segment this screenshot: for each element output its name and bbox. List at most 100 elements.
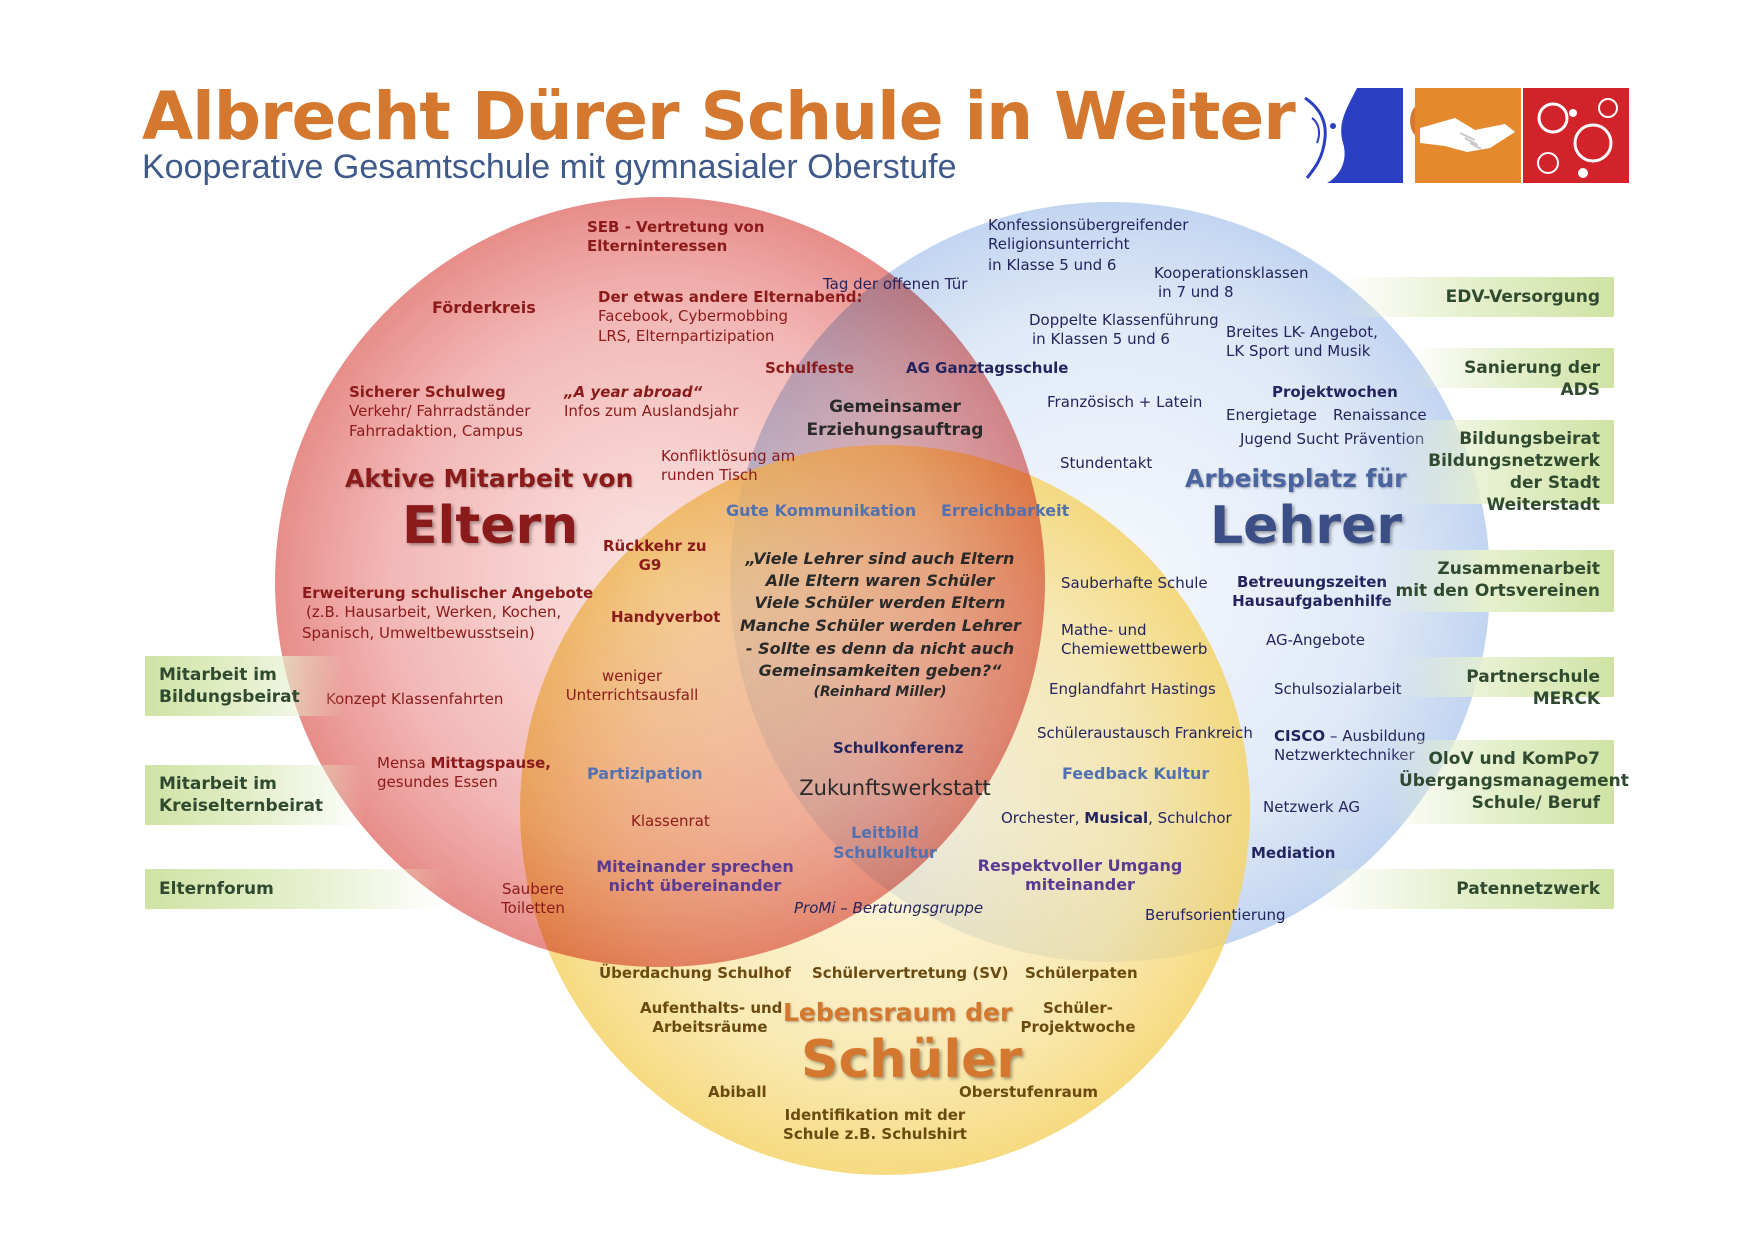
g9-line2: G9	[603, 556, 697, 575]
tag-der-offenen-tuer: Tag der offenen Tür	[823, 275, 967, 294]
erreichbarkeit: Erreichbarkeit	[941, 501, 1069, 520]
toiletten-line1: Saubere	[493, 880, 573, 899]
right-box-edv: EDV-Versorgung	[1340, 277, 1614, 317]
erweiterung-line1: Erweiterung schulischer Angebote	[302, 584, 593, 603]
klassenfahrten: Konzept Klassenfahrten	[326, 690, 503, 709]
lk-line2: LK Sport und Musik	[1226, 342, 1370, 361]
energietage: Energietage	[1226, 406, 1317, 425]
erweiterung-line2: (z.B. Hausarbeit, Werken, Kochen,	[306, 603, 561, 622]
berufsorientierung: Berufsorientierung	[1145, 906, 1286, 925]
feedback-kultur: Feedback Kultur	[1062, 764, 1209, 783]
stundentakt: Stundentakt	[1060, 454, 1152, 473]
franzoesisch-latein: Französisch + Latein	[1047, 393, 1202, 412]
quote-author: (Reinhard Miller)	[740, 683, 1020, 702]
handyverbot: Handyverbot	[611, 608, 720, 627]
schuelervertretung: Schülervertretung (SV)	[812, 964, 1008, 983]
schuelerpaten: Schülerpaten	[1025, 964, 1138, 983]
page-title: Albrecht Dürer Schule in Weiterstadt	[142, 78, 1484, 155]
leitbild-line2: Schulkultur	[815, 843, 955, 862]
respekt-line2: miteinander	[975, 875, 1185, 894]
eltern-title: Eltern	[402, 496, 578, 556]
projektwochen: Projektwochen	[1272, 383, 1398, 402]
unterricht-line2: Unterrichtsausfall	[562, 686, 702, 705]
schulweg-line3: Fahrradaktion, Campus	[349, 422, 523, 441]
projektwoche-line2: Projektwoche	[1018, 1018, 1138, 1037]
page-subtitle: Kooperative Gesamtschule mit gymnasialer…	[142, 148, 956, 187]
konflikt-line1: Konfliktlösung am	[661, 447, 795, 466]
konfession-line3: in Klasse 5 und 6	[988, 256, 1116, 275]
right-box-bildungsnetzwerk: Bildungsbeirat Bildungsnetzwerk der Stad…	[1395, 420, 1614, 504]
doppelt-line2: in Klassen 5 und 6	[1032, 330, 1170, 349]
g9-line1: Rückkehr zu	[603, 537, 697, 556]
promi-beratung: ProMi – Beratungsgruppe	[794, 899, 983, 918]
orchester: Orchester, Musical, Schulchor	[1001, 809, 1232, 828]
gemeinsamer-line2: Erziehungsauftrag	[780, 419, 1010, 442]
quote-line3: Viele Schüler werden Eltern	[740, 592, 1020, 614]
schueleraustausch: Schüleraustausch Frankreich	[1037, 724, 1253, 743]
englandfahrt: Englandfahrt Hastings	[1049, 680, 1216, 699]
konfession-line2: Religionsunterricht	[988, 235, 1130, 254]
sauberhafte-schule: Sauberhafte Schule	[1061, 574, 1208, 593]
quote-line6: Gemeinsamkeiten geben?“	[740, 660, 1020, 682]
erweiterung-line3: Spanisch, Umweltbewusstsein)	[302, 624, 535, 643]
schulfeste: Schulfeste	[765, 359, 854, 378]
lehrer-title: Lehrer	[1210, 496, 1402, 556]
schulweg-line2: Verkehr/ Fahrradständer	[349, 402, 530, 421]
seb-line2: Elterninteressen	[587, 237, 727, 256]
schulweg-line1: Sicherer Schulweg	[349, 383, 506, 402]
gemeinsamer-line1: Gemeinsamer	[780, 396, 1010, 419]
lehrer-heading: Arbeitsplatz für	[1185, 464, 1406, 493]
netzwerk-ag: Netzwerk AG	[1263, 798, 1360, 817]
leitbild-line1: Leitbild	[815, 823, 955, 842]
ag-angebote: AG-Angebote	[1266, 631, 1365, 650]
right-box-olov: OloV und KomPo7 Übergangsmanagement Schu…	[1385, 740, 1614, 824]
konfession-line1: Konfessionsübergreifender	[988, 216, 1188, 235]
miteinander-line1: Miteinander sprechen	[590, 857, 800, 876]
doppelt-line1: Doppelte Klassenführung	[1029, 311, 1219, 330]
elternabend-line3: LRS, Elternpartizipation	[598, 327, 774, 346]
quote-line4: Manche Schüler werden Lehrer	[740, 615, 1020, 637]
unterricht-line1: weniger	[562, 667, 702, 686]
aufenthalt-line2: Arbeitsräume	[640, 1018, 780, 1037]
betreuung-line1: Betreuungszeiten	[1232, 573, 1392, 592]
mediation: Mediation	[1251, 844, 1335, 863]
identifikation-line2: Schule z.B. Schulshirt	[775, 1125, 975, 1144]
quote-line1: „Viele Lehrer sind auch Eltern	[740, 548, 1020, 570]
right-box-merck: Partnerschule MERCK	[1394, 657, 1614, 697]
red-pattern-logo	[1523, 88, 1629, 183]
ueberdachung: Überdachung Schulhof	[599, 964, 791, 983]
identifikation-line1: Identifikation mit der	[775, 1106, 975, 1125]
elternabend-line2: Facebook, Cybermobbing	[598, 307, 788, 326]
mathe-line2: Chemiewettbewerb	[1061, 640, 1207, 659]
aufenthalt-line1: Aufenthalts- und	[640, 999, 780, 1018]
ag-ganztagsschule: AG Ganztagsschule	[906, 359, 1068, 378]
koop-line1: Kooperationsklassen	[1154, 264, 1309, 283]
partizipation: Partizipation	[587, 764, 703, 783]
quote-line2: Alle Eltern waren Schüler	[740, 570, 1020, 592]
right-box-ortsvereine: Zusammenarbeit mit den Ortsvereinen	[1380, 550, 1614, 612]
left-box-elternforum: Elternforum	[145, 869, 445, 909]
miteinander-line2: nicht übereinander	[590, 876, 800, 895]
konflikt-line2: runden Tisch	[661, 466, 758, 485]
seb-line1: SEB - Vertretung von	[587, 218, 765, 237]
year-abroad-line1: „A year abroad“	[564, 383, 702, 402]
projektwoche-line1: Schüler-	[1018, 999, 1138, 1018]
left-box-bildungsbeirat: Mitarbeit im Bildungsbeirat	[145, 656, 345, 716]
lk-line1: Breites LK- Angebot,	[1226, 323, 1378, 342]
right-box-patennetzwerk: Patennetzwerk	[1320, 869, 1614, 909]
quote-line5: - Sollte es denn da nicht auch	[740, 638, 1020, 660]
schulsozialarbeit: Schulsozialarbeit	[1274, 680, 1402, 699]
toiletten-line2: Toiletten	[493, 899, 573, 918]
right-box-sanierung: Sanierung der ADS	[1410, 348, 1614, 388]
schulkonferenz: Schulkonferenz	[833, 739, 963, 758]
zukunftswerkstatt: Zukunftswerkstatt	[780, 775, 1010, 801]
left-box-kreiselternbeirat: Mitarbeit im Kreiselternbeirat	[145, 765, 365, 825]
mensa-line2: gesundes Essen	[377, 773, 498, 792]
respekt-line1: Respektvoller Umgang	[975, 856, 1185, 875]
oberstufenraum: Oberstufenraum	[959, 1083, 1098, 1102]
year-abroad-line2: Infos zum Auslandsjahr	[564, 402, 739, 421]
handshake-logo	[1415, 88, 1521, 183]
duerer-portrait-logo	[1297, 88, 1403, 183]
mensa-line1: Mensa Mittagspause,	[377, 754, 551, 773]
mathe-line1: Mathe- und	[1061, 621, 1146, 640]
